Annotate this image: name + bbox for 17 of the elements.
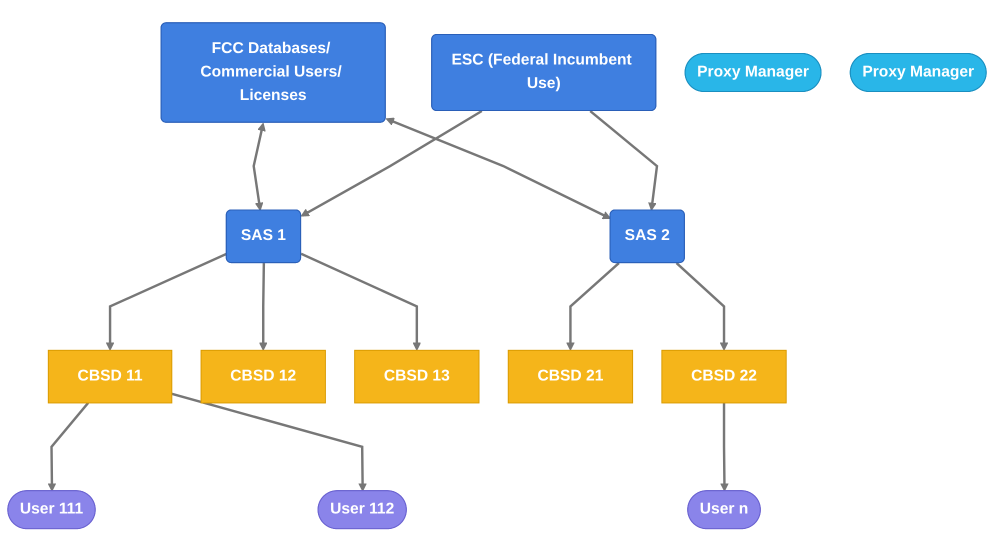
arrow: [48, 402, 90, 492]
arrow: [106, 252, 228, 351]
node-box: CBSD 22: [661, 350, 787, 404]
arrow: [300, 252, 422, 351]
arrow: [589, 110, 658, 212]
node-box: CBSD 13: [354, 350, 480, 404]
arrow: [171, 392, 367, 492]
arrow: [720, 403, 729, 492]
arrow: [258, 263, 268, 351]
node-box: CBSD 21: [508, 350, 634, 404]
arrow: [252, 122, 266, 212]
arrow: [386, 118, 611, 220]
node-box: CBSD 11: [48, 350, 172, 404]
node-box: CBSD 12: [200, 350, 326, 404]
arrow: [676, 262, 728, 351]
arrow: [566, 262, 620, 351]
arrow: [300, 110, 482, 217]
